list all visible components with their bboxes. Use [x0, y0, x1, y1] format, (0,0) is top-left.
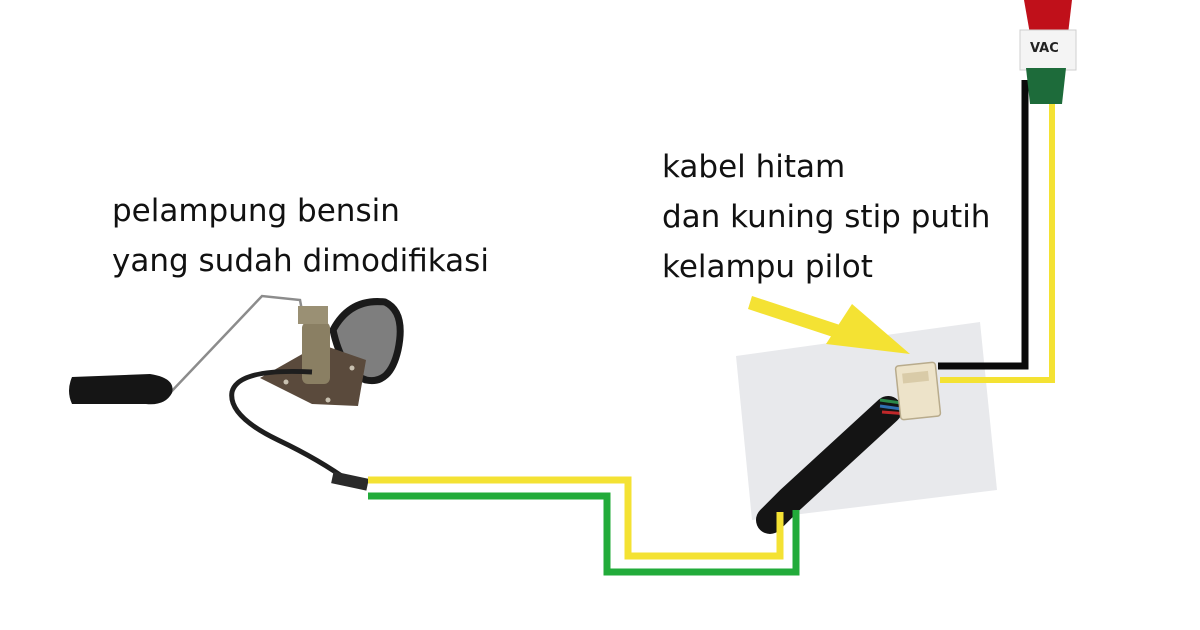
lamp-green-base	[1026, 68, 1066, 104]
pilot-lamp-icon: VAC	[1019, 0, 1077, 104]
pilot-lamp-label-line2: dan kuning stip putih	[662, 199, 991, 235]
plate-hole	[325, 397, 331, 403]
pilot-lamp-label-line3: kelampu pilot	[662, 249, 873, 285]
green-wire-main	[368, 492, 800, 576]
float-sender-label: pelampung bensin yang sudah dimodifikasi	[112, 186, 489, 286]
connector-photo	[736, 322, 997, 534]
fuel-float-sender-icon	[69, 294, 404, 491]
yellow-wire-pilot	[940, 96, 1055, 383]
sender-post	[302, 322, 330, 384]
plate-hole	[349, 365, 355, 371]
sender-terminal	[331, 471, 369, 491]
black-wire-pilot	[938, 80, 1029, 370]
float-sender-label-line1: pelampung bensin	[112, 193, 400, 229]
sender-lead-wire	[229, 368, 352, 485]
plate-hole	[283, 379, 289, 385]
float-body	[69, 374, 173, 405]
sender-bracket	[298, 306, 328, 324]
pilot-lamp-label-line1: kabel hitam	[662, 149, 846, 185]
wire-connector-icon	[894, 361, 942, 421]
float-sender-label-line2: yang sudah dimodifikasi	[112, 243, 489, 279]
pilot-lamp-label: kabel hitam dan kuning stip putih kelamp…	[662, 142, 990, 292]
lamp-red-lens	[1024, 0, 1072, 34]
arrow-head	[826, 304, 910, 354]
arrow-shaft	[748, 296, 843, 339]
connector-latch	[902, 370, 929, 384]
lamp-sleeve	[1019, 29, 1077, 71]
lamp-rating-text: VAC	[1030, 41, 1059, 56]
yellow-wire-main	[368, 476, 784, 560]
pointer-arrow-icon	[748, 296, 910, 354]
